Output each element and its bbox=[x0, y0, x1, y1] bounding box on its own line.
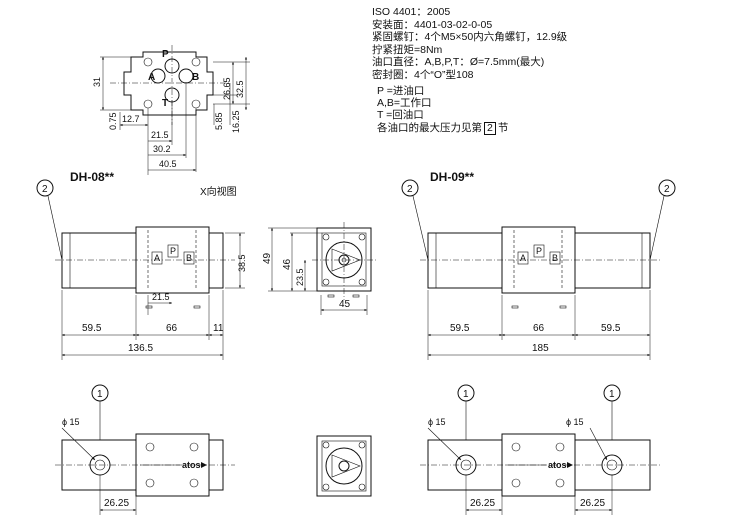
port-a-hole bbox=[150, 68, 166, 84]
bolt-hole bbox=[191, 99, 201, 109]
brand-logo: atos bbox=[182, 460, 201, 470]
dimension-label: atos bbox=[548, 460, 567, 470]
dimension-label: 26.25 bbox=[580, 498, 605, 509]
dim-21-5: 21.5 bbox=[151, 130, 169, 140]
dim-66-left: 66 bbox=[166, 323, 178, 334]
dimension-label: 2 bbox=[664, 184, 670, 195]
dh-09-front-view: 2 2 A P B 59.5 bbox=[401, 179, 676, 360]
spec-mounting-surface: 安装面：4401-03-02-0-05 bbox=[372, 18, 493, 31]
dim-26-65: 26.65 bbox=[222, 77, 232, 100]
dim-5-85: 5.85 bbox=[214, 112, 224, 130]
mounting-surface-view: P A B T 31 0.75 12.7 21.5 30.2 40.5 bbox=[92, 45, 250, 175]
dimension-label: 1 bbox=[97, 389, 103, 400]
dim-11: 11 bbox=[213, 323, 224, 334]
spec-fixing-bolts: 紧固螺钉：4个M5×50内六角螺钉，12.9级 bbox=[372, 31, 568, 44]
port-label-b: B bbox=[192, 72, 199, 83]
dim-49: 49 bbox=[262, 252, 273, 264]
dim-46: 46 bbox=[282, 258, 293, 270]
end-view-bottom bbox=[316, 435, 372, 497]
phi-15: ϕ 15 bbox=[62, 417, 80, 427]
port-label-t: T bbox=[162, 98, 168, 109]
dimension-label: 26.25 bbox=[470, 498, 495, 509]
solenoid-coil-left bbox=[427, 232, 503, 289]
end-cap bbox=[208, 232, 224, 289]
view-x-label: X向视图 bbox=[200, 185, 237, 198]
port-label-a: A bbox=[148, 72, 155, 83]
solenoid-coil-right bbox=[574, 232, 651, 289]
dim-21-5-front: 21.5 bbox=[152, 292, 170, 302]
dim-59-5-a: 59.5 bbox=[450, 323, 470, 334]
spec-port-diameter: 油口直径：A,B,P,T：Ø=7.5mm(最大) bbox=[372, 56, 545, 69]
dim-30-2: 30.2 bbox=[153, 144, 171, 154]
spec-seals: 密封圈：4个“O”型108 bbox=[372, 68, 474, 81]
dim-38-5: 38.5 bbox=[237, 254, 247, 272]
dim-16-25: 16.25 bbox=[231, 110, 241, 133]
callout-2-label: 2 bbox=[42, 184, 48, 195]
dh-08-top-view: 1 atos ϕ 15 26.25 bbox=[55, 384, 235, 515]
dim-45: 45 bbox=[339, 299, 351, 310]
dimension-label: ϕ 15 bbox=[566, 417, 584, 427]
port-label-p: P bbox=[162, 49, 169, 60]
dim-32-5: 32.5 bbox=[235, 80, 245, 98]
dimension-label: ϕ 15 bbox=[428, 417, 446, 427]
port-p-mark: P bbox=[170, 246, 176, 256]
dimension-label: B bbox=[552, 253, 558, 263]
bolt-hole bbox=[191, 57, 201, 67]
dim-0-75: 0.75 bbox=[108, 112, 118, 130]
end-view-x: 49 46 23.5 45 bbox=[262, 222, 376, 315]
bolt-hole bbox=[143, 99, 153, 109]
legend-t: T =回油口 bbox=[377, 109, 424, 122]
dim-136-5: 136.5 bbox=[128, 343, 153, 354]
dh-08-front-view: 2 A P B X向视图 38.5 21.5 bbox=[36, 179, 247, 360]
port-b-mark: B bbox=[186, 253, 192, 263]
title-dh-09: DH-09** bbox=[430, 170, 475, 184]
callout-2-left bbox=[401, 179, 419, 197]
dim-26-25-left: 26.25 bbox=[104, 498, 129, 509]
dh-09-top-view: 1 1 atos ϕ 15 ϕ 15 bbox=[420, 384, 660, 515]
dimension-label: P bbox=[536, 246, 542, 256]
legend-p: P =进油口 bbox=[377, 85, 425, 97]
dim-59-5-left: 59.5 bbox=[82, 323, 102, 334]
port-a-mark: A bbox=[154, 253, 160, 263]
callout-2-right bbox=[658, 179, 676, 197]
dimension-label: 2 bbox=[407, 184, 413, 195]
port-b-hole bbox=[178, 68, 194, 84]
specification-block: ISO 4401：2005 安装面：4401-03-02-0-05 紧固螺钉：4… bbox=[372, 6, 567, 82]
dim-23-5: 23.5 bbox=[295, 268, 305, 286]
bolt-hole bbox=[143, 57, 153, 67]
solenoid-coil bbox=[61, 232, 137, 289]
dimension-label: A bbox=[520, 253, 526, 263]
dim-185: 185 bbox=[532, 343, 549, 354]
legend-ab: A,B=工作口 bbox=[377, 97, 432, 110]
dimension-label: 1 bbox=[463, 389, 469, 400]
port-p-hole bbox=[164, 58, 180, 74]
dim-31: 31 bbox=[92, 77, 102, 87]
callout-2 bbox=[36, 179, 54, 197]
spec-tightening-torque: 拧紧扭矩=8Nm bbox=[372, 43, 443, 56]
mounting-plate-outline bbox=[123, 51, 214, 116]
dim-40-5: 40.5 bbox=[159, 159, 177, 169]
dim-66-right: 66 bbox=[533, 323, 545, 334]
dim-59-5-b: 59.5 bbox=[601, 323, 621, 334]
title-dh-08: DH-08** bbox=[70, 170, 115, 184]
dimension-label: 1 bbox=[609, 389, 615, 400]
spec-iso: ISO 4401：2005 bbox=[372, 6, 451, 18]
dim-12-7: 12.7 bbox=[122, 114, 140, 124]
section-ref-box: 2 bbox=[484, 121, 496, 135]
